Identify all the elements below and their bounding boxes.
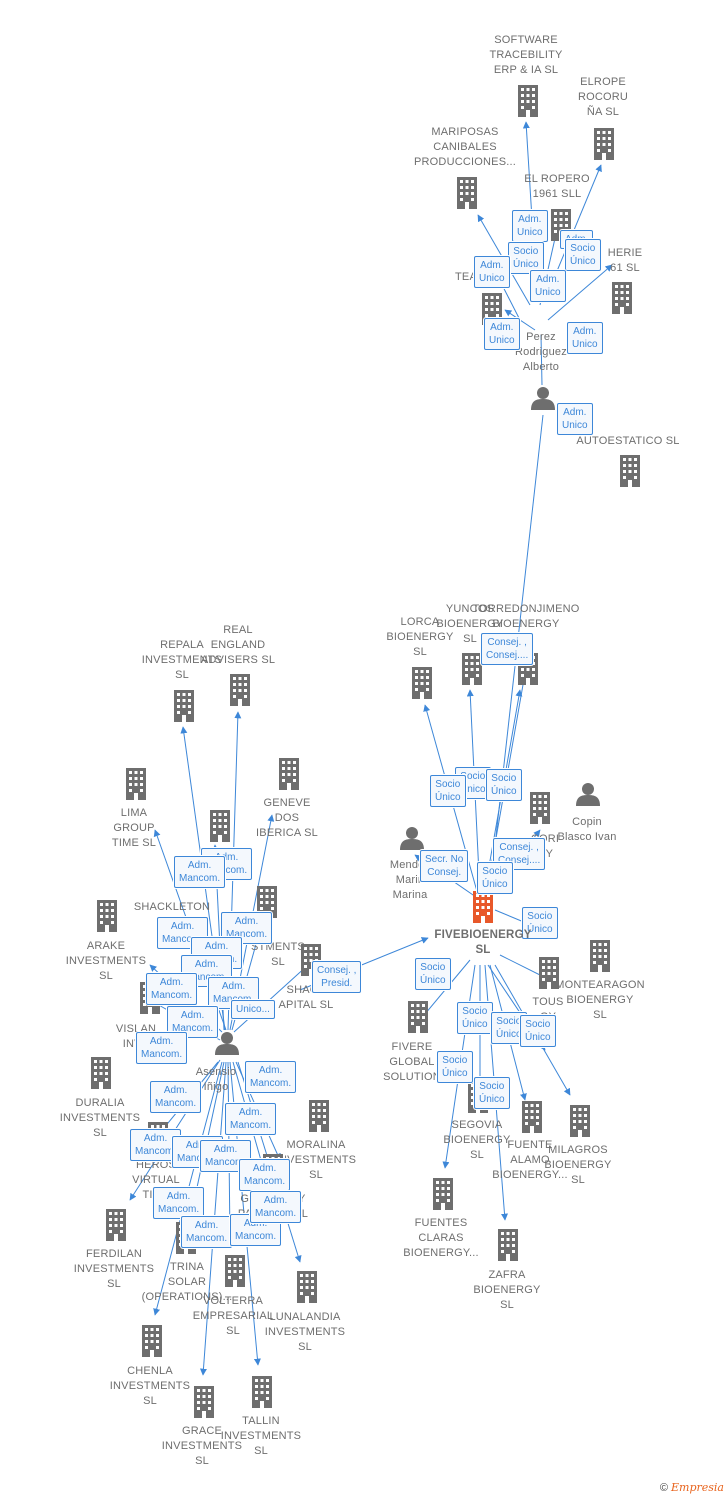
relation-badge[interactable]: Consej. , Presid. (312, 961, 362, 993)
copyright-icon: © (659, 1482, 668, 1494)
node-label[interactable]: GRACE INVESTMENTS SL (161, 1425, 243, 1467)
node-label[interactable]: SEGOVIA BIOENERGY SL (443, 1119, 511, 1161)
relation-badge[interactable]: Adm. Mancom. (146, 973, 198, 1005)
relation-badge[interactable]: Consej. , Consej.... (481, 633, 534, 665)
node-label[interactable]: TEA (455, 271, 477, 283)
node-label[interactable]: FERDILAN INVESTMENTS SL (73, 1248, 155, 1290)
relation-badge[interactable]: Adm. Unico (557, 403, 593, 435)
relation-badge[interactable]: Consej. , Consej.... (493, 838, 546, 870)
relation-badge[interactable]: Adm. Mancom. (153, 1187, 205, 1219)
relation-badge[interactable]: Socio Único (520, 1015, 556, 1047)
node-label[interactable]: CHENLA INVESTMENTS SL (109, 1365, 191, 1407)
relation-badge[interactable]: Adm. Mancom. (225, 1103, 277, 1135)
node-label[interactable]: Asensio Iñigo (195, 1066, 237, 1093)
relation-badge[interactable]: Socio Único (430, 775, 466, 807)
node-label[interactable]: TRINA SOLAR (OPERATIONS)... (141, 1261, 233, 1303)
node-label[interactable]: MARIPOSAS CANIBALES PRODUCCIONES... (413, 126, 516, 168)
node-label[interactable]: DURALIA INVESTMENTS SL (59, 1097, 141, 1139)
relation-badge[interactable]: Socio Único (437, 1051, 473, 1083)
relation-badge[interactable]: Unico... (231, 1000, 275, 1019)
relation-badge[interactable]: Adm. Mancom. (245, 1061, 297, 1093)
node-label[interactable]: FIVERE GLOBAL SOLUTION (383, 1041, 441, 1083)
node-label[interactable]: Mendez Marin Marina (389, 859, 431, 901)
node-label[interactable]: LORCA BIOENERGY SL (386, 616, 454, 658)
relation-badge[interactable]: Socio Único (457, 1002, 493, 1034)
relation-badge[interactable]: Socio Único (565, 239, 601, 271)
node-label[interactable]: MONTEARAGON BIOENERGY SL (555, 979, 645, 1021)
relation-badge[interactable]: Adm. Unico (530, 270, 566, 302)
node-label[interactable]: AUTOESTATICO SL (576, 435, 680, 447)
node-label[interactable]: MILAGROS BIOENERGY SL (544, 1144, 612, 1186)
relation-badge[interactable]: Secr. No Consej. (420, 850, 469, 882)
relation-badge[interactable]: Adm. Unico (512, 210, 548, 242)
node-label[interactable]: STMENTS SL (251, 941, 305, 968)
node-label[interactable]: TORREDONJIMENO BIOENERGY (472, 603, 580, 630)
relation-badge[interactable]: Adm. Unico (484, 318, 520, 350)
relation-badge[interactable]: Socio Único (415, 958, 451, 990)
relation-badge[interactable]: Adm. Unico (474, 256, 510, 288)
brand-logo[interactable]: Empresia (671, 1481, 724, 1494)
relation-badge[interactable]: Adm. Unico (567, 322, 603, 354)
center-company-name[interactable]: FIVEBIOENERGY SL (434, 929, 532, 956)
relation-badge[interactable]: Socio Único (522, 907, 558, 939)
node-label[interactable]: ZAFRA BIOENERGY SL (473, 1269, 541, 1311)
node-label[interactable]: YUNCOS BIOENERGY SL (436, 603, 504, 645)
relation-badge[interactable]: Adm. Mancom. (136, 1032, 188, 1064)
relation-badge[interactable]: Socio Único (477, 862, 513, 894)
relation-badge[interactable]: Adm. Mancom. (239, 1159, 291, 1191)
center-company-icon[interactable] (473, 891, 493, 923)
node-label[interactable]: REAL ENGLAND ADVISERS SL (200, 624, 276, 666)
node-label[interactable]: GENEVE DOS IBERICA SL (256, 797, 318, 839)
node-label[interactable]: REPALA INVESTMENTS SL (141, 639, 223, 681)
relation-badge[interactable]: Adm. Mancom. (221, 912, 273, 944)
relation-badge[interactable]: Adm. Mancom. (181, 1216, 233, 1248)
node-label[interactable]: FUENTE ALAMO BIOENERGY... (492, 1139, 568, 1181)
relation-badge[interactable]: Socio Único (474, 1077, 510, 1109)
relation-badge[interactable]: Adm. Mancom. (150, 1081, 202, 1113)
node-label[interactable]: HERIE 61 SL (607, 247, 643, 274)
footer: © Empresia (660, 1481, 724, 1494)
node-label[interactable]: MORALINA INVESTMENTS SL (275, 1139, 357, 1181)
node-label[interactable]: SHACK APITAL SL (278, 984, 334, 1011)
relation-badge[interactable]: Adm. Mancom. (250, 1191, 302, 1223)
node-label[interactable]: TALLIN INVESTMENTS SL (220, 1415, 302, 1457)
node-label[interactable]: Perez Rodriguez Alberto (515, 331, 567, 373)
node-label[interactable]: Copin Blasco Ivan (557, 816, 617, 843)
node-label[interactable]: ARAKE INVESTMENTS SL (65, 940, 147, 982)
node-label[interactable]: LIMA GROUP TIME SL (111, 807, 157, 849)
relation-badge[interactable]: Socio Único (486, 769, 522, 801)
node-label[interactable]: VOLTERRA EMPRESARIAL SL (192, 1295, 274, 1337)
node-label[interactable]: SOFTWARE TRACEBILITY ERP & IA SL (489, 34, 563, 76)
node-label[interactable]: FUENTES CLARAS BIOENERGY... (403, 1217, 479, 1259)
node-label[interactable]: ELROPE ROCORU ÑA SL (577, 76, 629, 118)
relation-badge[interactable]: Adm. Mancom. (157, 917, 209, 949)
relation-badge[interactable]: Adm. Mancom. (174, 856, 226, 888)
node-label[interactable]: LUNALANDIA INVESTMENTS SL (264, 1311, 346, 1353)
node-label[interactable]: EL ROPERO 1961 SLL (524, 173, 590, 200)
